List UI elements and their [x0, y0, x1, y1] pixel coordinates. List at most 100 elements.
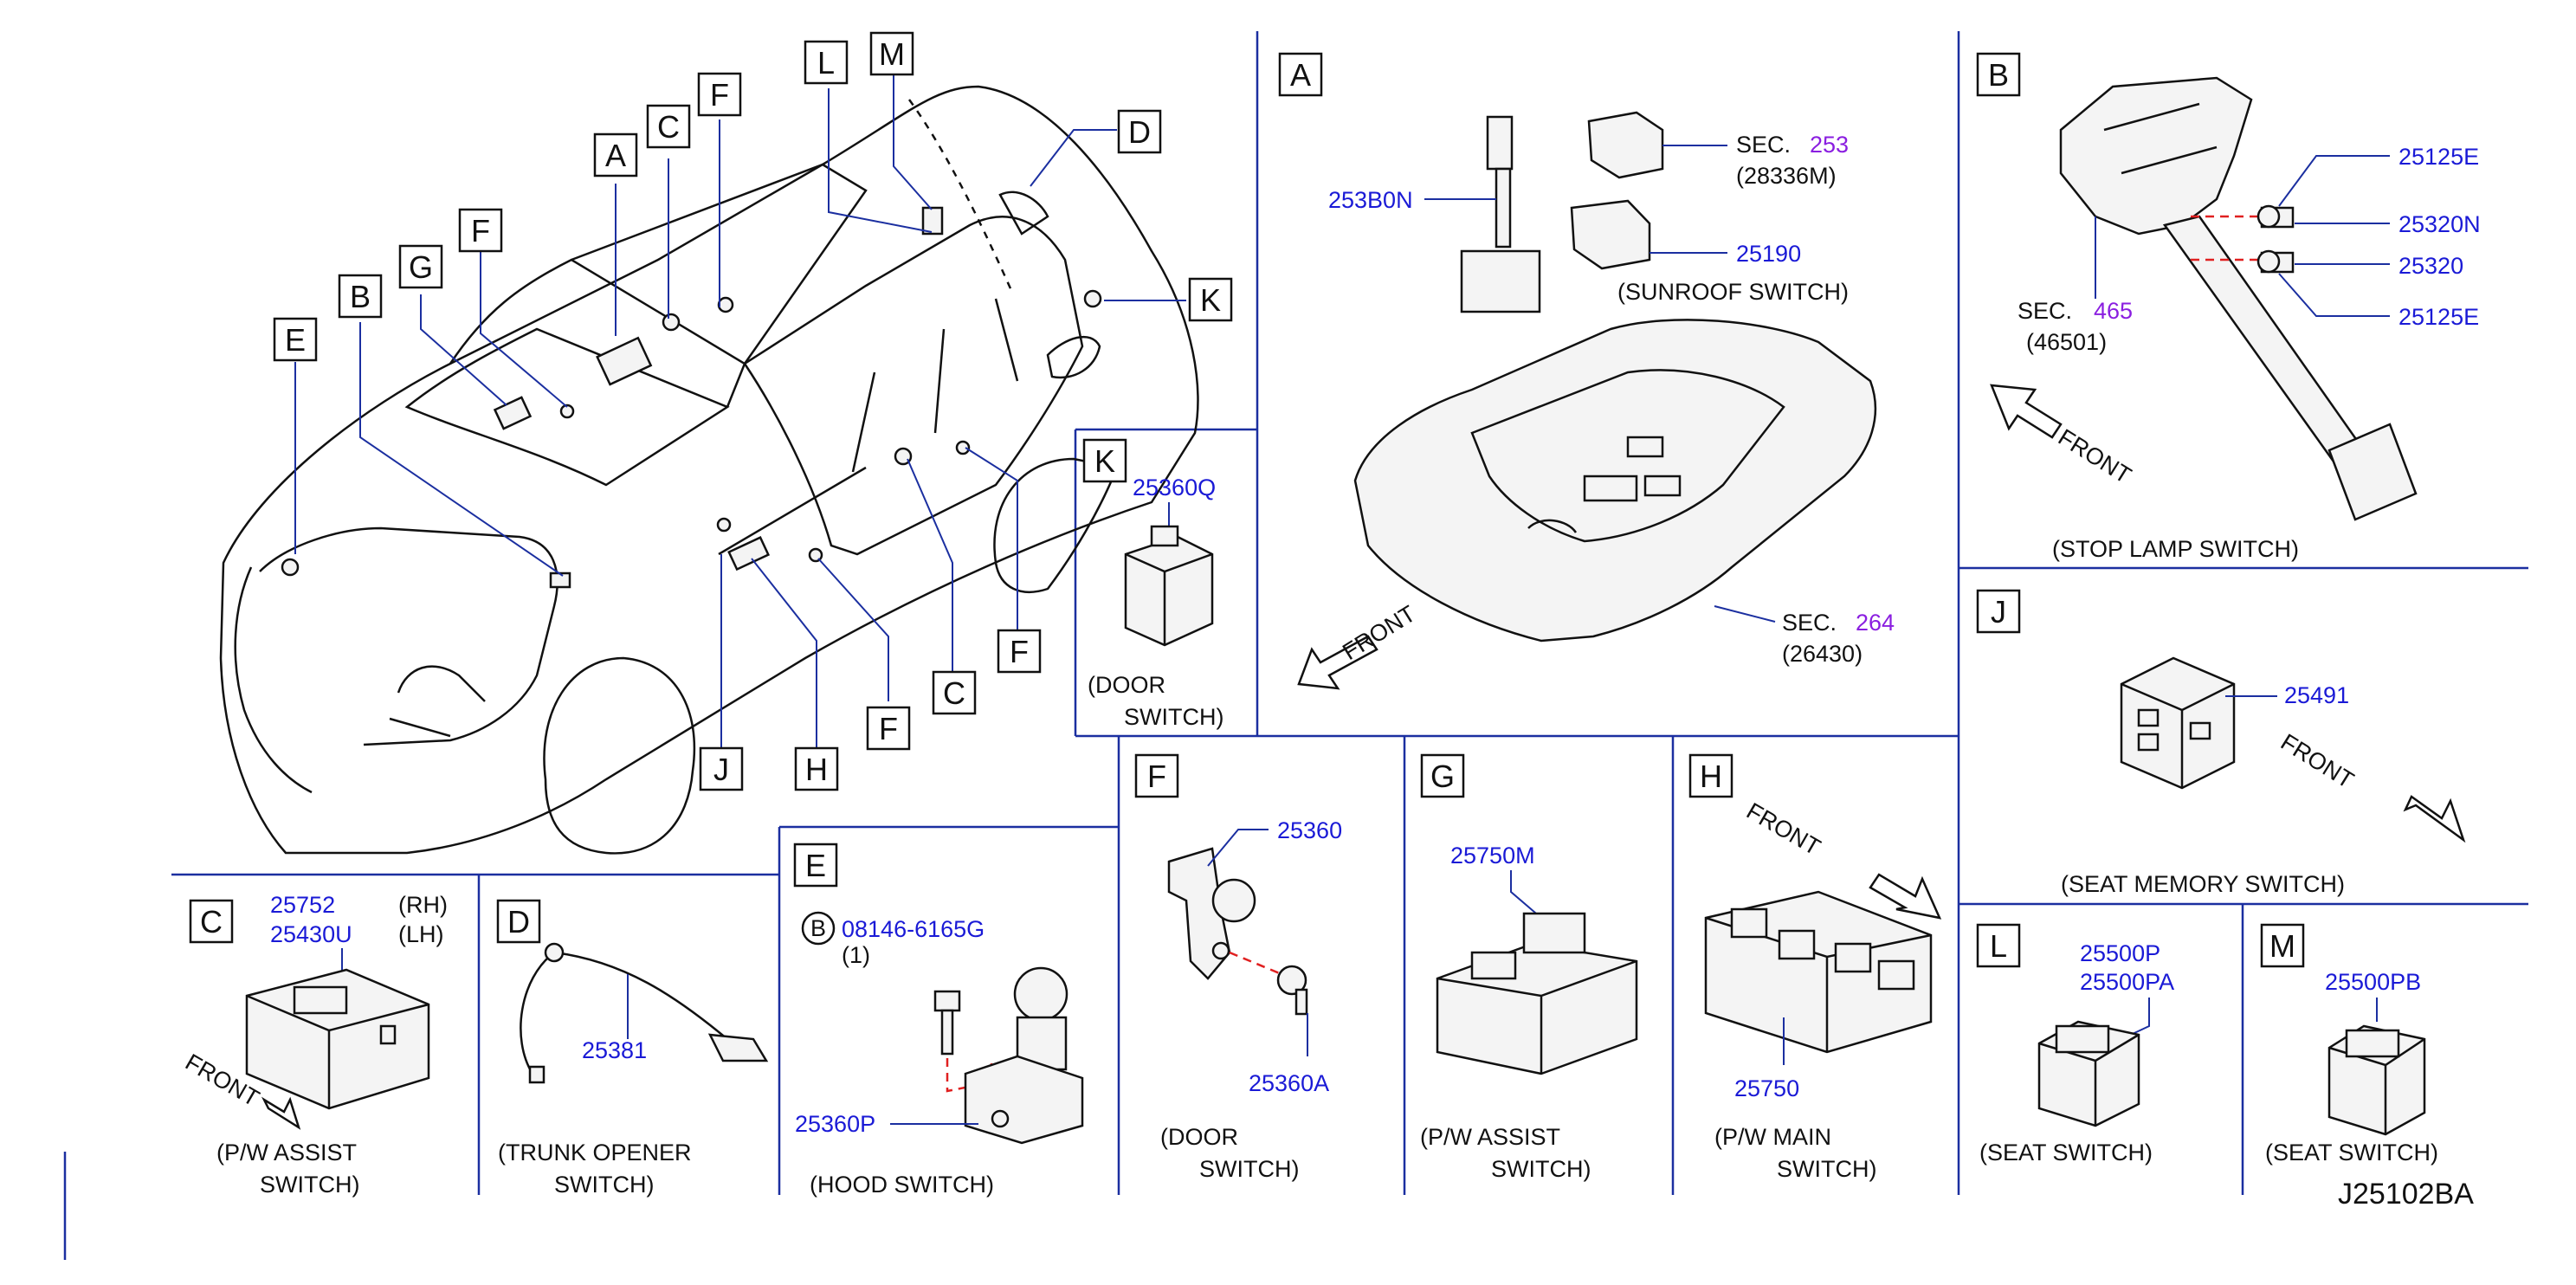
svg-text:(SEAT SWITCH): (SEAT SWITCH): [2265, 1140, 2438, 1166]
part-25500pa: 25500PA: [2080, 969, 2174, 995]
front-arrow-icon: [1869, 873, 1942, 920]
panel-f-letter: F: [1147, 759, 1166, 794]
panel-e: E B 08146-6165G (1) 25360P (HOOD SWITCH): [793, 843, 1084, 1198]
callout-F: F: [697, 72, 742, 117]
svg-text:465: 465: [2094, 298, 2133, 324]
panel-j-letter: J: [1991, 594, 2006, 630]
part-25500pb: 25500PB: [2325, 969, 2421, 995]
svg-text:F: F: [879, 711, 898, 746]
svg-text:SWITCH): SWITCH): [1124, 704, 1223, 730]
callout-C: C: [932, 670, 977, 715]
callout-J: J: [699, 746, 744, 791]
svg-text:B: B: [810, 915, 826, 941]
vehicle-leaders: [294, 73, 1186, 762]
panel-c-letter: C: [200, 904, 223, 940]
svg-text:(P/W MAIN: (P/W MAIN: [1714, 1124, 1831, 1150]
callout-D: D: [1117, 109, 1162, 154]
panel-b-caption: (STOP LAMP SWITCH): [2052, 536, 2299, 562]
svg-text:L: L: [817, 45, 835, 81]
panel-j: J 25491 FRONT (SEAT MEMORY SWITCH): [1976, 589, 2466, 897]
part-25381: 25381: [582, 1037, 647, 1063]
connector-253b0n: [1486, 115, 1514, 171]
panel-e-letter: E: [805, 848, 826, 883]
front-arrow-icon: [1297, 635, 1378, 690]
panel-b-letter: B: [1988, 57, 2009, 93]
panel-b: B 25125E 25320N 25320 25125E SEC. 465 (4…: [1976, 52, 2481, 562]
svg-text:FRONT: FRONT: [2054, 424, 2136, 489]
door-switch-k: [1124, 535, 1214, 647]
part-25360a: 25360A: [1249, 1070, 1329, 1096]
sunroof-switch-lower: [1570, 199, 1651, 270]
svg-text:(P/W ASSIST: (P/W ASSIST: [216, 1140, 357, 1166]
svg-text:SWITCH): SWITCH): [1491, 1156, 1591, 1182]
panel-g-letter: G: [1430, 759, 1455, 794]
svg-text:SEC.: SEC.: [1782, 610, 1837, 636]
svg-text:(26430): (26430): [1782, 641, 1863, 667]
svg-text:K: K: [1200, 282, 1221, 318]
front-arrow-icon: [2403, 795, 2466, 843]
panel-m-letter: M: [2269, 928, 2295, 964]
svg-text:F: F: [471, 213, 490, 249]
svg-text:FRONT: FRONT: [1742, 797, 1825, 860]
callout-F: F: [458, 208, 503, 253]
part-25750m: 25750M: [1450, 843, 1535, 869]
panel-a: A 253B0N SEC. 253 (28336M) 25190 (SUNROO…: [1278, 52, 1895, 690]
panel-l-letter: L: [1990, 928, 2007, 964]
svg-text:D: D: [1128, 114, 1151, 150]
callout-K: K: [1188, 277, 1233, 322]
svg-text:B: B: [350, 279, 371, 314]
panel-h-letter: H: [1700, 759, 1722, 794]
part-25190: 25190: [1736, 241, 1801, 267]
callout-B: B: [338, 274, 383, 319]
svg-text:FRONT: FRONT: [2276, 729, 2359, 794]
svg-text:(P/W ASSIST: (P/W ASSIST: [1420, 1124, 1560, 1150]
sunroof-switch-upper: [1587, 111, 1664, 179]
part-25500p: 25500P: [2080, 940, 2160, 966]
part-25125e: 25125E: [2398, 144, 2479, 170]
vehicle-illustration: [219, 85, 1199, 855]
svg-text:(DOOR: (DOOR: [1160, 1124, 1238, 1150]
svg-text:E: E: [285, 322, 306, 358]
callout-F: F: [866, 706, 911, 751]
part-25430u: 25430U: [270, 921, 352, 947]
panel-d-letter: D: [507, 904, 530, 940]
svg-text:264: 264: [1856, 610, 1895, 636]
svg-text:253: 253: [1810, 132, 1849, 158]
front-arrow-icon: [1990, 384, 2063, 439]
svg-text:SWITCH): SWITCH): [554, 1172, 654, 1198]
svg-text:H: H: [805, 752, 828, 787]
panel-m: M 25500PB (SEAT SWITCH): [2260, 923, 2438, 1166]
pw-assist-switch-g: [1436, 942, 1638, 1075]
front-arrow-icon: [261, 1096, 301, 1130]
hood-switch: [1013, 966, 1068, 1022]
svg-text:(HOOD SWITCH): (HOOD SWITCH): [810, 1172, 994, 1198]
pedal-bracket: [2059, 76, 2253, 236]
panel-a-letter: A: [1290, 57, 1311, 93]
svg-text:F: F: [710, 77, 729, 113]
part-25750: 25750: [1734, 1075, 1799, 1101]
part-25752: 25752: [270, 892, 335, 918]
callout-C: C: [646, 104, 691, 149]
panel-g: G 25750M (P/W ASSIST SWITCH): [1420, 753, 1638, 1182]
panel-dividers: [63, 31, 2528, 1260]
svg-text:SWITCH): SWITCH): [260, 1172, 359, 1198]
svg-text:(DOOR: (DOOR: [1088, 672, 1165, 698]
svg-text:FRONT: FRONT: [1338, 600, 1420, 665]
svg-text:F: F: [1010, 634, 1029, 669]
panel-f: F 25360 25360A (DOOR SWITCH): [1134, 753, 1342, 1182]
part-253b0n: 253B0N: [1328, 187, 1413, 213]
panel-d: D 25381 (TRUNK OPENER SWITCH): [496, 899, 769, 1198]
svg-text:M: M: [879, 36, 905, 72]
svg-text:A: A: [605, 138, 626, 173]
part-25360p: 25360P: [795, 1111, 875, 1137]
part-08146-6165g: 08146-6165G: [842, 916, 985, 942]
hood-bolt: [933, 990, 961, 1012]
pw-assist-switch-c: [245, 968, 430, 1110]
pedal-pad: [2327, 423, 2418, 521]
svg-text:SEC.: SEC.: [2018, 298, 2072, 324]
svg-text:J: J: [713, 752, 729, 787]
seat-memory-switch: [2120, 656, 2236, 790]
panel-h: H FRONT 25750 (P/W MAIN SWITCH): [1688, 753, 1942, 1182]
part-25320: 25320: [2398, 253, 2463, 279]
